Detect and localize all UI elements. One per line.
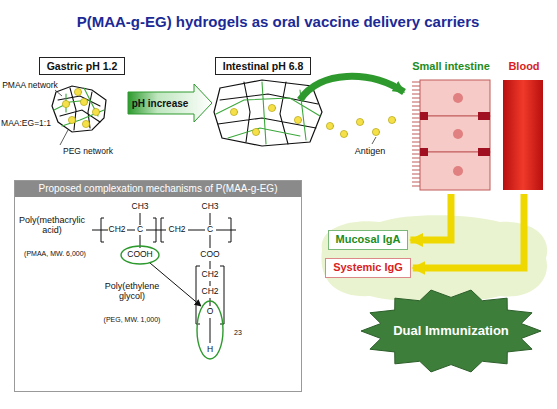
- panel-header: Proposed complexation mechanisms of P(MA…: [15, 181, 301, 197]
- starburst: Dual Immunization: [360, 288, 542, 374]
- intestine-epithelium: [412, 80, 490, 190]
- text-label: O: [207, 307, 214, 316]
- node-text: Gastric pH 1.2: [47, 60, 118, 73]
- stage-box: Intestinal pH 6.8: [215, 57, 312, 76]
- text-label: CH2: [201, 270, 218, 279]
- text-label: CH3: [131, 202, 148, 211]
- blood-vessel: [503, 80, 543, 190]
- leader-line: [372, 137, 376, 144]
- text-label: H: [207, 345, 213, 354]
- text-label: C: [137, 225, 143, 234]
- diagram-title: P(MAA-g-EG) hydrogels as oral vaccine de…: [77, 14, 480, 31]
- ph-arrow: [128, 84, 212, 122]
- text-label: COO: [200, 250, 219, 259]
- text-label: PMAA network: [2, 81, 58, 90]
- stage-box: Gastric pH 1.2: [39, 57, 126, 76]
- text-label: Antigen: [355, 147, 386, 157]
- text-label: Poly(methacrylic acid): [15, 216, 89, 236]
- leader-line: [55, 90, 68, 145]
- text-label: C: [207, 225, 213, 234]
- node-text: Dual Immunization: [393, 323, 509, 339]
- node-text: Systemic IgG: [333, 261, 403, 274]
- blood-panel: Blood: [500, 60, 548, 192]
- text-label: CH3: [201, 202, 218, 211]
- text-label: pH increase: [132, 98, 189, 109]
- immunity-cloud: [321, 215, 547, 302]
- text-label: (PEG, MW. 1,000): [104, 316, 161, 324]
- text-label: CH2: [168, 225, 185, 234]
- intestine-panel: Small intestine: [406, 60, 496, 192]
- text-label: CH2: [201, 287, 218, 296]
- node-text: Blood: [500, 60, 548, 73]
- node-text: Mucosal IgA: [336, 233, 401, 246]
- mechanism-box: Proposed complexation mechanisms of P(MA…: [14, 180, 302, 392]
- text-label: 23: [234, 329, 242, 337]
- text-label: (PMAA, MW. 6,000): [24, 250, 86, 258]
- node-text: Intestinal pH 6.8: [223, 60, 304, 73]
- text-label: Poly(ethylene glycol): [99, 282, 165, 302]
- text-label: PEG network: [63, 147, 113, 156]
- release-arrow: [300, 76, 404, 100]
- response-box: Systemic IgG: [325, 258, 411, 277]
- node-text: Small intestine: [406, 60, 496, 73]
- immune-arrow: [410, 194, 451, 240]
- immune-arrow: [413, 194, 524, 268]
- text-label: CH2: [108, 225, 125, 234]
- compact-hydrogel: [52, 86, 106, 132]
- text-label: COOH: [127, 250, 153, 259]
- text-label: MAA:EG=1:1: [1, 119, 51, 128]
- highlight-ellipse: [121, 246, 223, 359]
- chemical-bonds: [92, 213, 236, 343]
- response-box: Mucosal IgA: [328, 230, 409, 249]
